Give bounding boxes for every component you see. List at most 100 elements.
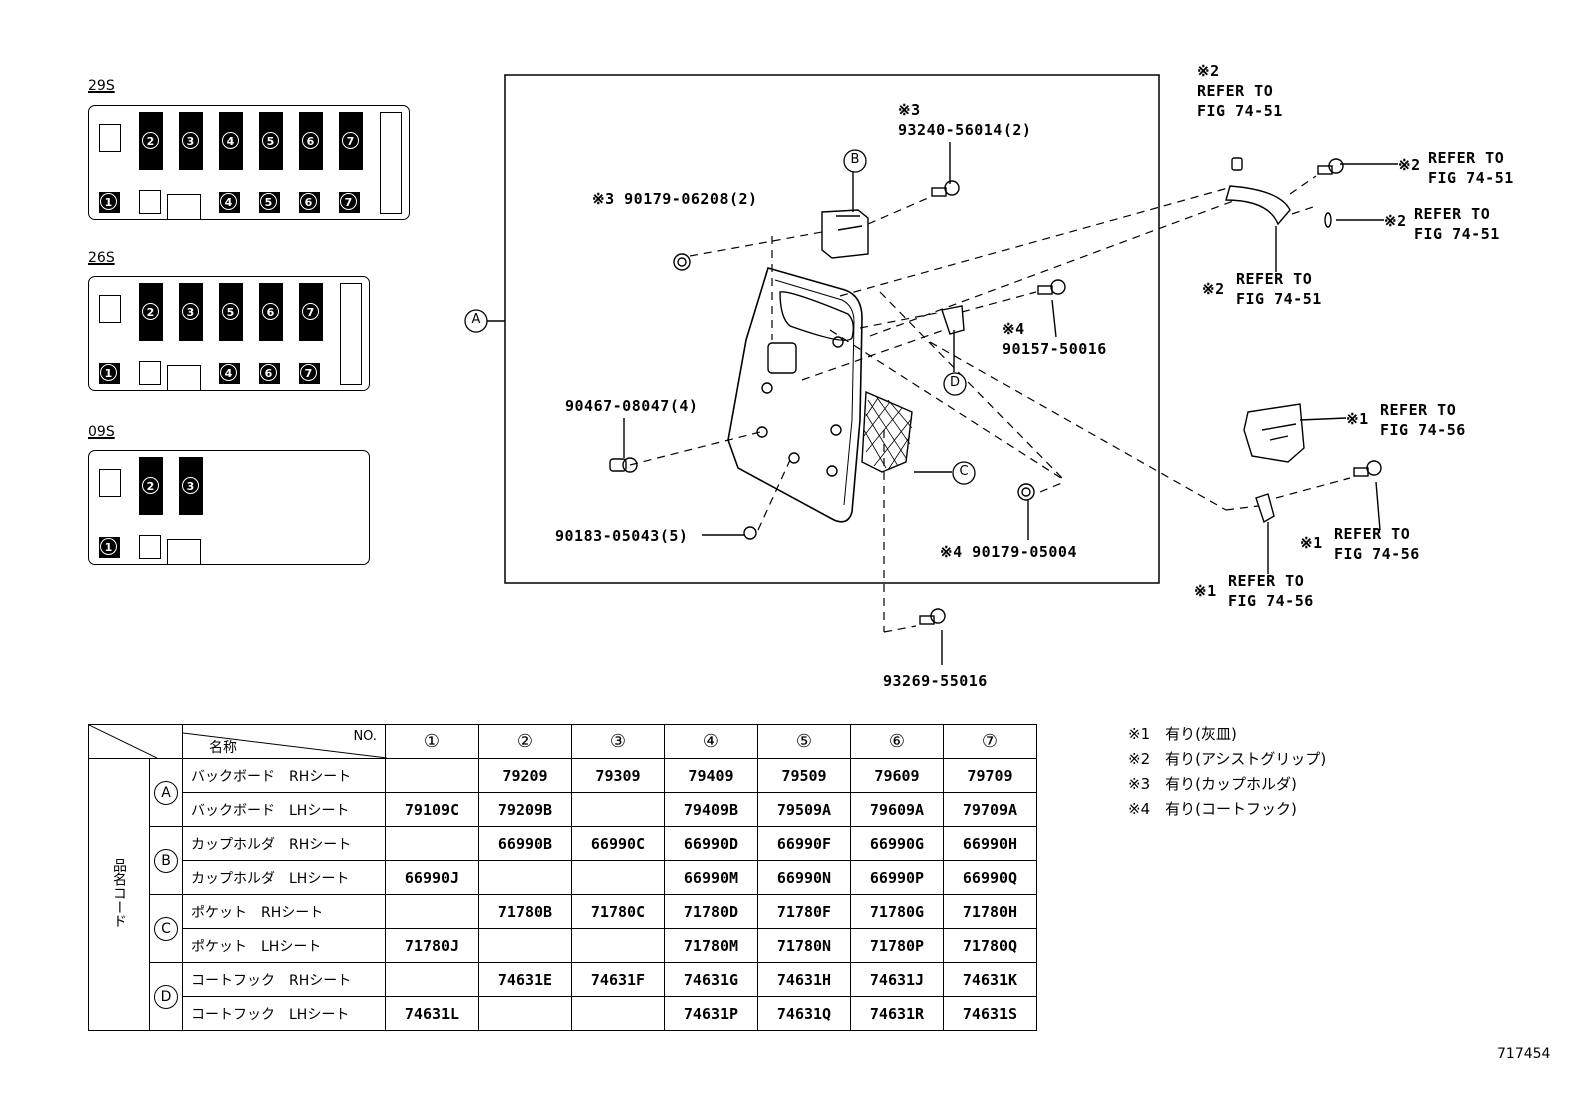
callout-c: [952, 461, 976, 485]
code-cell: 66990D: [664, 826, 758, 861]
col-header-6: ⑥: [850, 724, 944, 759]
refer-mark-4: ※2: [1202, 280, 1225, 298]
refer-text-3: REFER TO: [1414, 205, 1491, 223]
table-corner-blank: [88, 724, 183, 759]
code-cell: 66990C: [571, 826, 665, 861]
code-cell: 66990N: [757, 860, 851, 895]
part-label-90467-08047: 90467-08047(4): [565, 397, 699, 415]
row-name: カップホルダ RHシート: [182, 826, 386, 861]
refer-fig-7: FIG 74-56: [1228, 592, 1314, 610]
layout-29s-title: 29S: [88, 78, 115, 94]
row-name: カップホルダ LHシート: [182, 860, 386, 895]
refer-text-1: REFER TO: [1197, 82, 1274, 100]
callout-d: [943, 372, 967, 396]
col-header-3: ③: [571, 724, 665, 759]
refer-mark-7: ※1: [1194, 582, 1217, 600]
side-label: 品名コード: [88, 758, 150, 1031]
refer-text-6: REFER TO: [1334, 525, 1411, 543]
code-cell: 74631G: [664, 962, 758, 997]
callout-b-label: B: [850, 152, 860, 167]
refer-fig-6: FIG 74-56: [1334, 545, 1420, 563]
layout-09s-box: 2 3 1: [88, 450, 370, 565]
layout-26s-box: 2 3 5 6 7 1 4 6 7: [88, 276, 370, 391]
part-label-90183-05043: 90183-05043(5): [555, 527, 689, 545]
refer-fig-2: FIG 74-51: [1428, 169, 1514, 187]
code-cell: 74631R: [850, 996, 944, 1031]
callout-a-label: A: [471, 312, 481, 327]
part-label-93269-55016: 93269-55016: [883, 672, 988, 690]
refer-text-5: REFER TO: [1380, 401, 1457, 419]
code-cell: 66990P: [850, 860, 944, 895]
part-label-93240-56014: 93240-56014(2): [898, 121, 1032, 139]
code-cell: 71780D: [664, 894, 758, 929]
code-cell: 79509: [757, 758, 851, 793]
code-cell: 74631H: [757, 962, 851, 997]
layout-26s-title: 26S: [88, 250, 115, 266]
code-cell: 79709A: [943, 792, 1037, 827]
refer-text-2: REFER TO: [1428, 149, 1505, 167]
callout-d-label: D: [949, 375, 960, 390]
code-cell: 74631K: [943, 962, 1037, 997]
callout-c-label: C: [959, 464, 969, 479]
group-letter: A: [149, 758, 183, 827]
code-cell: [385, 962, 479, 997]
table-corner-header: 名称 NO.: [182, 724, 387, 759]
callout-a: [464, 309, 488, 333]
code-cell: 79509A: [757, 792, 851, 827]
refer-fig-1: FIG 74-51: [1197, 102, 1283, 120]
code-cell: [571, 996, 665, 1031]
part-mark-93240: ※3: [898, 101, 921, 119]
code-cell: 71780N: [757, 928, 851, 963]
row-name: ポケット RHシート: [182, 894, 386, 929]
code-cell: 66990M: [664, 860, 758, 895]
col-header-4: ④: [664, 724, 758, 759]
refer-mark-1: ※2: [1197, 62, 1220, 80]
code-cell: 74631F: [571, 962, 665, 997]
note-3: ※3 有り(カップホルダ): [1128, 775, 1297, 793]
refer-text-4: REFER TO: [1236, 270, 1313, 288]
code-cell: [571, 928, 665, 963]
code-cell: 79309: [571, 758, 665, 793]
group-letter: C: [149, 894, 183, 963]
code-cell: 71780J: [385, 928, 479, 963]
refer-mark-3: ※2: [1384, 212, 1407, 230]
code-cell: 71780C: [571, 894, 665, 929]
col-header-7: ⑦: [943, 724, 1037, 759]
code-cell: 66990G: [850, 826, 944, 861]
code-cell: 66990J: [385, 860, 479, 895]
code-cell: [478, 996, 572, 1031]
header-no: NO.: [353, 729, 377, 744]
code-cell: 71780F: [757, 894, 851, 929]
code-cell: 66990H: [943, 826, 1037, 861]
code-cell: 74631Q: [757, 996, 851, 1031]
part-label-90157-50016: 90157-50016: [1002, 340, 1107, 358]
refer-mark-5: ※1: [1346, 410, 1369, 428]
code-cell: 74631S: [943, 996, 1037, 1031]
header-name: 名称: [209, 740, 237, 756]
code-cell: [385, 894, 479, 929]
code-cell: 71780M: [664, 928, 758, 963]
code-cell: 79209: [478, 758, 572, 793]
code-cell: [385, 758, 479, 793]
code-cell: [571, 860, 665, 895]
code-cell: 74631L: [385, 996, 479, 1031]
layout-09s-title: 09S: [88, 424, 115, 440]
code-cell: 71780Q: [943, 928, 1037, 963]
code-cell: 66990Q: [943, 860, 1037, 895]
code-cell: 74631E: [478, 962, 572, 997]
row-name: コートフック LHシート: [182, 996, 386, 1031]
code-cell: 71780G: [850, 894, 944, 929]
code-cell: 74631J: [850, 962, 944, 997]
note-4: ※4 有り(コートフック): [1128, 800, 1297, 818]
code-cell: 71780B: [478, 894, 572, 929]
code-cell: 79109C: [385, 792, 479, 827]
code-cell: 79709: [943, 758, 1037, 793]
